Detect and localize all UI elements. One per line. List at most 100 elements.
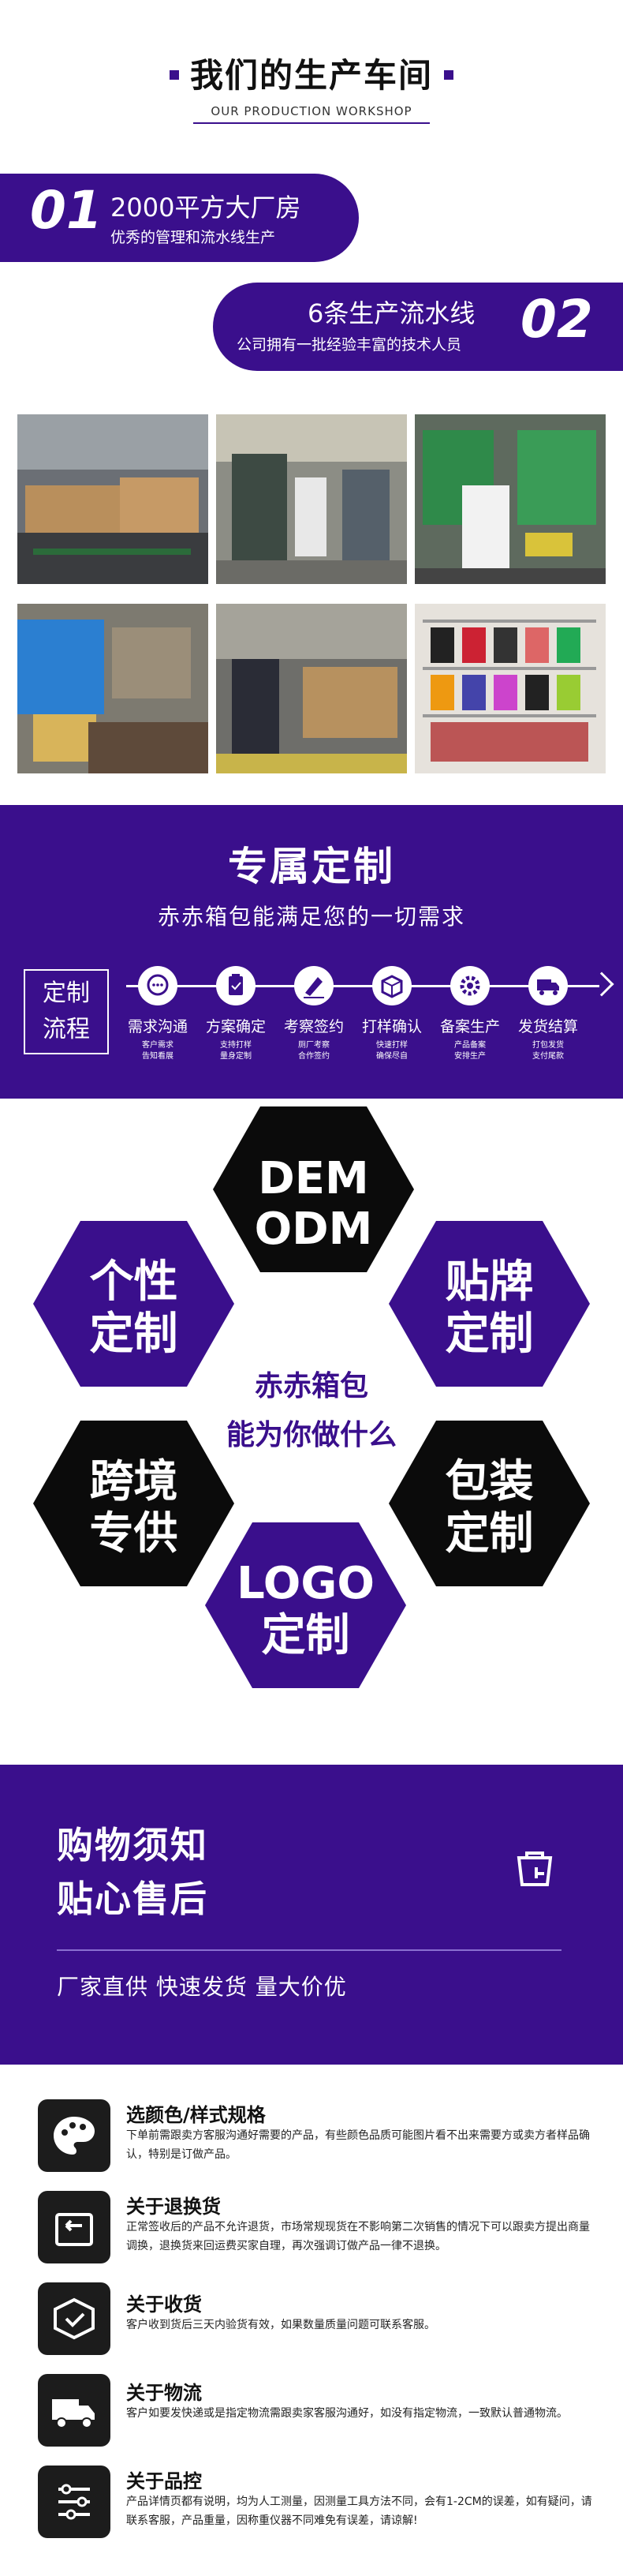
truck-icon [38,2374,110,2447]
hexagon-right-top [389,1221,590,1387]
step-desc: 客户需求告知看展 [114,1040,201,1062]
step-desc-line: 安排生产 [454,1052,486,1061]
note-text: 客户如要发快递或是指定物流需跟卖家客服沟通好，如没有指定物流，一致默认普通物流。 [126,2407,568,2420]
step-label: 备案生产 [439,1018,500,1035]
subtitle-underline [193,122,430,124]
step-desc-line: 量身定制 [220,1052,252,1061]
center-line: 赤赤箱包 [254,1370,368,1402]
step-desc-line: 告知看展 [142,1052,173,1061]
note-title: 选颜色/样式规格 [126,2104,266,2126]
palette-icon [38,2099,110,2172]
feature-headline: 2000平方大厂房 [110,193,301,223]
feature-number: 01 [30,180,103,241]
note-text: 产品详情页都有说明，均为人工测量，因测量工具方法不同，会有1-2CM的误差，如有… [126,2496,592,2527]
custom-subtitle: 赤赤箱包能满足您的一切需求 [157,904,465,930]
step-desc-line: 打包发货 [532,1041,564,1050]
note-text: 客户收到货后三天内验货有效，如果数量质量问题可联系客服。 [126,2319,435,2331]
note-text: 下单前需跟卖方客服沟通好需要的产品，有些颜色品质可能图片看不出来需要方或卖方者样… [126,2129,590,2161]
workshop-photo [216,414,407,584]
step-label: 考察签约 [283,1018,344,1035]
note-text: 正常签收后的产品不允许退货，市场常规现货在不影响第二次销售的情况下可以跟卖方提出… [126,2221,590,2252]
step-label: 打样确认 [361,1018,422,1035]
package-check-icon [38,2282,110,2355]
hexagon-line: 跨境 [89,1456,178,1507]
hexagon-line: 定制 [89,1309,178,1360]
note-title: 关于收货 [126,2293,202,2316]
feature-text: 优秀的管理和流水线生产 [110,229,276,246]
shopping-title: 购物须知 [57,1824,208,1866]
feature-number: 02 [520,289,593,350]
chat-icon [138,966,177,1005]
truck-icon [528,966,568,1005]
hexagon-left-top-text: 个性定制 [57,1256,211,1361]
feature-headline: 6条生产流水线 [308,298,476,328]
workshop-photo [415,414,606,584]
hexagon-left-bottom-text: 跨境专供 [57,1456,211,1560]
shopping-title: 贴心售后 [57,1878,208,1920]
step-label: 需求沟通 [127,1018,188,1035]
workshop-photo [415,604,606,773]
step-label: 方案确定 [205,1018,266,1035]
note-title: 关于品控 [126,2470,202,2492]
step-label: 发货结算 [517,1018,578,1035]
feature-card-02 [213,283,623,371]
hexagon-line: 贴牌 [445,1256,534,1308]
return-icon [38,2191,110,2263]
feature-card-01 [0,174,359,262]
hexagon-left-top [33,1221,234,1387]
flow-label-line: 流程 [43,1016,90,1043]
workshop-photo [17,414,208,584]
flow-label-line: 定制 [43,979,90,1007]
shopping-subtitle: 厂家直供 快速发货 量大价优 [57,1974,347,2000]
service-hexagons [33,1106,590,1688]
hexagon-top [213,1106,414,1272]
step-desc: 厕厂考察合作签约 [270,1040,357,1062]
step-desc: 快速打样确保尽自 [349,1040,435,1062]
step-desc: 支持打样量身定制 [192,1040,279,1062]
hexagon-bottom [205,1522,406,1688]
hexagon-right-top-text: 贴牌定制 [412,1256,566,1361]
hexagon-line: 定制 [261,1610,350,1661]
services-center-text: 赤赤箱包能为你做什么 [170,1362,453,1460]
hexagon-line: 定制 [445,1508,534,1559]
title-bullet-left [169,69,179,80]
center-line: 能为你做什么 [226,1419,397,1451]
step-desc-line: 确保尽自 [376,1052,408,1061]
workshop-photo [216,604,407,773]
hexagon-left-bottom [33,1421,234,1586]
custom-title: 专属定制 [228,844,395,889]
title-bullet-right [444,69,453,80]
step-desc-line: 快速打样 [376,1041,408,1050]
step-desc: 打包发货支付尾款 [505,1040,591,1062]
sign-icon [294,966,334,1005]
step-desc-line: 支持打样 [220,1041,252,1050]
hexagon-line: 包装 [445,1456,534,1507]
quality-control-icon [38,2466,110,2538]
hexagon-line: LOGO [237,1558,375,1609]
hexagon-line: 定制 [445,1309,534,1360]
workshop-photo [17,604,208,773]
step-desc-line: 厕厂考察 [298,1041,330,1050]
hexagon-line: 专供 [89,1508,178,1559]
shopping-divider [57,1949,561,1951]
hexagon-line: ODM [254,1204,373,1255]
page-title-text: 我们的生产车间 [189,56,433,95]
hexagon-line: 个性 [89,1256,178,1308]
flow-line [126,985,599,987]
custom-section [0,805,623,1099]
shopping-bag-icon [513,1845,557,1889]
step-desc-line: 产品备案 [454,1041,486,1050]
note-title: 关于退换货 [126,2196,221,2218]
flow-label-box: 定制 流程 [24,969,109,1054]
step-desc-line: 合作签约 [298,1052,330,1061]
hexagon-line: DEM [258,1153,369,1204]
hexagon-right-bottom-text: 包装定制 [412,1456,566,1560]
step-desc-line: 客户需求 [142,1041,173,1050]
page-title: 我们的生产车间 [0,49,623,97]
box-icon [372,966,412,1005]
page-subtitle: OUR PRODUCTION WORKSHOP [211,104,412,118]
gear-icon [450,966,490,1005]
